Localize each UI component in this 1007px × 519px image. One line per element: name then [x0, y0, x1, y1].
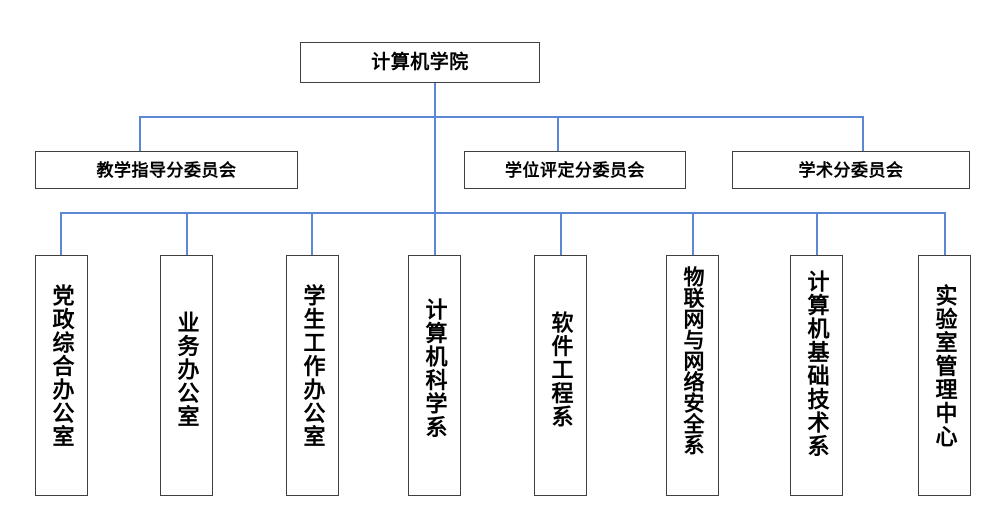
node-iot-network-security-dept-label: 物联网与网络安全系: [681, 266, 704, 455]
connector-tier3-drop-3: [311, 212, 314, 255]
node-academic-committee-label: 学术分委员会: [798, 160, 904, 180]
connector-tier2-drop-3: [862, 116, 865, 151]
node-computer-fundamentals-dept[interactable]: 计算机基础技术系: [790, 255, 843, 496]
node-school-label: 计算机学院: [371, 52, 469, 73]
node-student-affairs-office[interactable]: 学生工作办公室: [286, 255, 339, 496]
connector-tier2-bus: [140, 116, 864, 119]
node-computer-fundamentals-dept-label: 计算机基础技术系: [804, 270, 830, 458]
node-student-affairs-office-label: 学生工作办公室: [300, 284, 326, 449]
node-lab-management-center[interactable]: 实验室管理中心: [918, 255, 971, 496]
connector-root-stem: [434, 82, 437, 118]
connector-tier2-drop-2: [557, 116, 560, 151]
node-party-admin-office-label: 党政综合办公室: [49, 284, 75, 449]
node-software-engineering-dept-label: 软件工程系: [548, 311, 574, 429]
node-party-admin-office[interactable]: 党政综合办公室: [35, 255, 88, 496]
node-teaching-committee[interactable]: 教学指导分委员会: [35, 151, 298, 189]
node-school[interactable]: 计算机学院: [300, 42, 540, 83]
node-degree-committee[interactable]: 学位评定分委员会: [464, 151, 686, 189]
connector-tier3-drop-7: [816, 212, 819, 255]
connector-tier3-drop-6: [692, 212, 695, 255]
node-computer-science-dept[interactable]: 计算机科学系: [408, 255, 461, 496]
connector-tier3-drop-1: [60, 212, 63, 255]
connector-tier2-drop-1: [139, 116, 142, 151]
connector-tier3-drop-5: [560, 212, 563, 255]
node-computer-science-dept-label: 计算机科学系: [422, 298, 448, 439]
node-iot-network-security-dept[interactable]: 物联网与网络安全系: [666, 255, 719, 496]
node-lab-management-center-label: 实验室管理中心: [932, 284, 958, 449]
node-teaching-committee-label: 教学指导分委员会: [96, 160, 237, 180]
connector-tier3-bus: [60, 212, 946, 215]
node-degree-committee-label: 学位评定分委员会: [505, 160, 645, 180]
node-software-engineering-dept[interactable]: 软件工程系: [534, 255, 587, 496]
connector-tier3-drop-8: [944, 212, 947, 255]
connector-tier3-drop-2: [186, 212, 189, 255]
connector-center-spine: [434, 116, 437, 256]
node-business-office-label: 业务办公室: [174, 311, 200, 429]
node-business-office[interactable]: 业务办公室: [160, 255, 213, 496]
node-academic-committee[interactable]: 学术分委员会: [732, 151, 970, 189]
